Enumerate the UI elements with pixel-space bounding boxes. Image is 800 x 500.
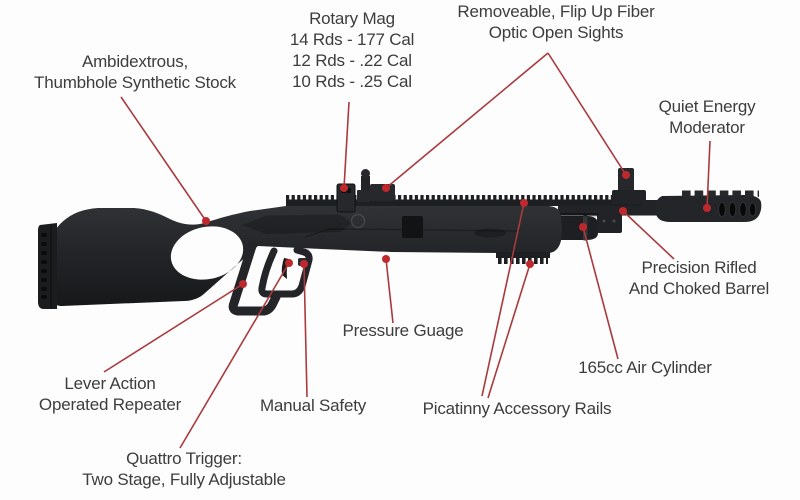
callout-dot-front-sight	[622, 171, 630, 179]
callout-dot-top-rail	[520, 199, 528, 207]
butt-pad	[38, 223, 57, 309]
label-open-sights: Removeable, Flip Up Fiber Optic Open Sig…	[457, 2, 655, 42]
callout-pressure-gauge	[382, 255, 394, 324]
callout-dot-quattro-trigger	[285, 259, 293, 267]
label-barrel: Precision Rifled And Choked Barrel	[628, 258, 770, 298]
callout-dot-moderator	[703, 204, 711, 212]
moderator-vents	[718, 202, 756, 217]
trigger-guard	[258, 246, 313, 298]
callout-dot-lever-action	[239, 280, 247, 288]
moderator-serrations	[682, 190, 759, 197]
cocking-port	[402, 216, 423, 238]
callout-manual-safety	[300, 260, 308, 398]
label-moderator: Quiet Energy Moderator	[658, 97, 756, 137]
callout-lever-action	[103, 280, 247, 373]
callout-dot-stock	[202, 217, 210, 225]
callout-dot-barrel	[619, 207, 627, 215]
label-air-cylinder: 165cc Air Cylinder	[578, 358, 712, 377]
bottom-picatinny-rail	[496, 252, 550, 264]
callout-dot-rear-sight	[382, 184, 390, 192]
callout-dot-rotary-mag	[340, 184, 348, 192]
barrel-shadow	[558, 213, 598, 217]
callout-dot-manual-safety	[300, 260, 308, 268]
callout-quattro-trigger	[179, 259, 293, 449]
callout-dot-pressure-gauge	[382, 255, 390, 263]
callout-stock	[120, 96, 210, 225]
receiver-logo	[350, 213, 366, 229]
label-manual-safety: Manual Safety	[259, 396, 367, 415]
front-sight	[612, 168, 646, 204]
air-cylinder	[556, 210, 622, 241]
callout-picatinny-rails	[481, 199, 534, 399]
callout-barrel	[619, 207, 675, 260]
callout-open-sights	[382, 52, 630, 192]
stock-and-receiver	[53, 206, 562, 306]
label-lever-action: Lever Action Operated Repeater	[38, 374, 182, 414]
callout-dot-bottom-rail	[526, 260, 534, 268]
label-quattro-trigger: Quattro Trigger: Two Stage, Fully Adjust…	[82, 449, 286, 489]
lever	[228, 241, 281, 316]
label-picatinny-rails: Picatinny Accessory Rails	[422, 399, 612, 418]
label-pressure-gauge: Pressure Guage	[342, 321, 464, 340]
callout-dot-air-cylinder	[579, 223, 587, 231]
top-picatinny-rail	[286, 195, 643, 206]
callout-moderator	[703, 140, 711, 212]
forearm-groove	[304, 228, 521, 238]
forearm-finger-groove	[474, 228, 506, 238]
callout-rotary-mag	[340, 101, 350, 192]
callout-air-cylinder	[579, 223, 619, 360]
label-rotary-mag: Rotary Mag 14 Rds - 177 Cal 12 Rds - .22…	[289, 9, 415, 91]
stock-panel-groove	[242, 214, 352, 234]
air-rifle	[38, 168, 762, 316]
label-stock: Ambidextrous, Thumbhole Synthetic Stock	[34, 52, 236, 92]
moderator	[654, 190, 762, 222]
